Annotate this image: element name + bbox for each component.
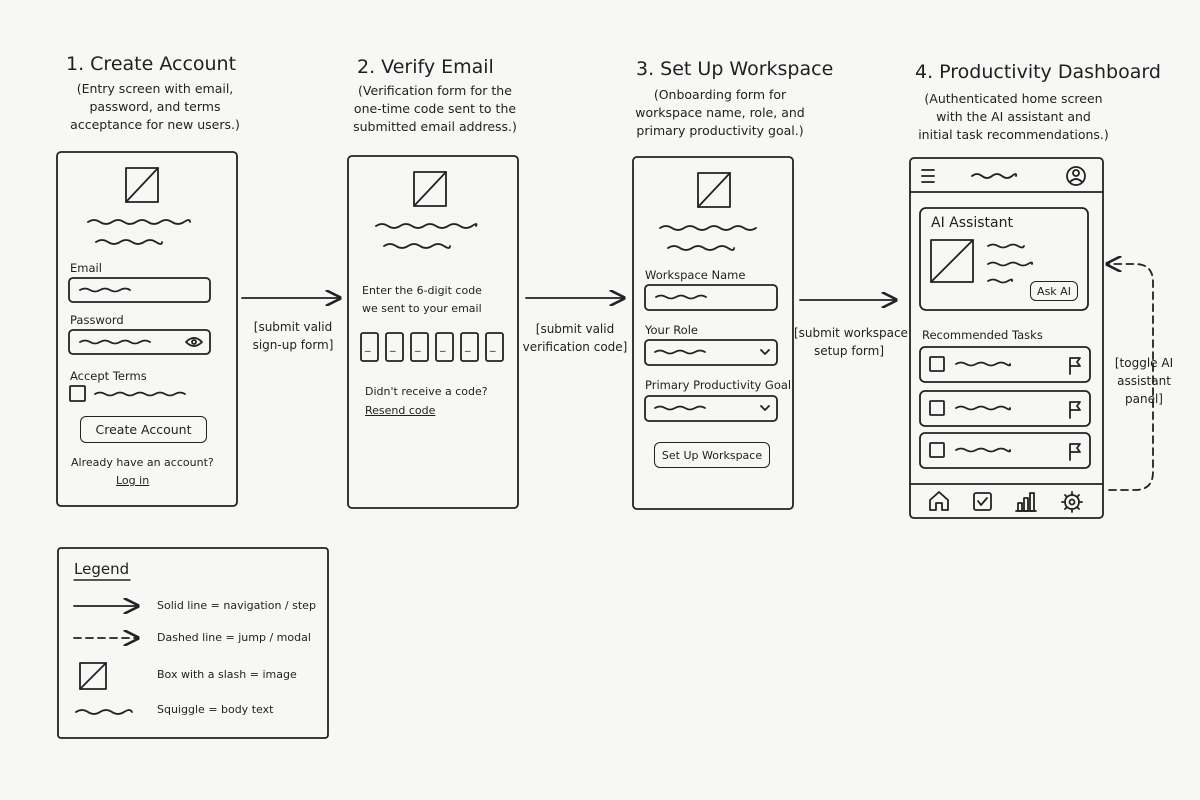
code-digit: _ [490,339,496,352]
transition-label-1: [submit valid sign-up form] [252,320,334,352]
code-digit: _ [390,339,396,352]
code-digit: _ [440,339,446,352]
screen-2-image-placeholder [413,171,447,207]
home-icon [929,491,949,511]
password-field [68,329,211,355]
flag-icon [1069,357,1081,375]
screen-3-description: (Onboarding form for workspace name, rol… [635,87,805,138]
screen-2-description: (Verification form for the one-time code… [353,83,517,134]
legend-box [57,547,329,739]
code-digit: _ [465,339,471,352]
eye-icon [185,337,203,347]
check-icon [973,492,992,511]
code-box [410,332,429,362]
goal-label: Primary Productivity Goal [645,378,792,392]
bar-chart-icon [1015,492,1037,512]
screen-1-description: (Entry screen with email, password, and … [70,81,240,132]
chevron-down-icon [760,349,770,355]
workspace-name-field [644,284,778,311]
screen-1-image-placeholder [125,167,159,203]
screen-4-description: (Authenticated home screen with the AI a… [918,91,1109,142]
legend-squiggle [75,709,133,715]
screen-1-squiggle-2 [95,239,163,245]
screen-4-frame [909,157,1104,519]
email-field [68,277,211,303]
screen-3-image-placeholder [697,172,731,208]
screen-3-title: 3. Set Up Workspace [636,58,834,80]
terms-checkbox [69,385,86,402]
resend-code-link[interactable]: Resend code [365,404,436,417]
flag-icon [1069,443,1081,461]
task-row [919,432,1091,469]
code-box [435,332,454,362]
screen-2-squiggle-2 [383,243,451,249]
code-box [360,332,379,362]
terms-label: Accept Terms [70,369,147,383]
screen-3-squiggle-1 [659,225,757,231]
password-label: Password [70,313,124,327]
screen-2-squiggle-1 [375,223,478,229]
ai-assistant-image-placeholder [930,239,974,283]
email-label: Email [70,261,102,275]
legend-item-dashed: Dashed line = jump / modal [157,631,311,644]
app-title-squiggle [971,173,1018,179]
goal-select [644,395,778,422]
workspace-name-label: Workspace Name [645,268,746,282]
login-link[interactable]: Log in [116,474,150,487]
role-select [644,339,778,366]
legend-item-image: Box with a slash = image [157,668,297,681]
recommended-tasks-label: Recommended Tasks [922,328,1043,342]
screen-1-frame [56,151,238,507]
gear-icon [1061,491,1083,513]
ai-assistant-title: AI Assistant [931,215,1013,231]
transition-label-2: [submit valid verification code] [522,322,628,354]
ai-assistant-card [919,207,1089,311]
code-box [485,332,504,362]
ask-ai-button[interactable]: Ask AI [1030,281,1078,301]
legend-title: Legend [74,560,130,578]
task-row [919,390,1091,427]
toggle-ai-dashed-arrow [1107,264,1154,491]
login-prompt: Already have an account? [71,456,214,469]
profile-icon [1066,166,1086,186]
code-digit: _ [415,339,421,352]
flag-icon [1069,401,1081,419]
setup-workspace-button[interactable]: Set Up Workspace [654,442,770,468]
create-account-button[interactable]: Create Account [80,416,207,443]
screen-2-frame [347,155,519,509]
legend-image-placeholder [79,662,107,690]
legend-item-squiggle: Squiggle = body text [157,703,274,716]
screen-1-title: 1. Create Account [66,53,237,75]
screen-2-title: 2. Verify Email [357,56,494,78]
code-box [385,332,404,362]
task-row [919,346,1091,383]
screen-3-frame [632,156,794,510]
screen-3-squiggle-2 [667,245,735,251]
screen-1-squiggle-1 [87,219,191,225]
hamburger-menu-icon [921,169,935,183]
code-box [460,332,479,362]
transition-label-4: [toggle AI assistant panel] [1114,356,1174,406]
code-instruction: Enter the 6-digit code we sent to your e… [362,284,482,315]
transition-label-3: [submit workspace setup form] [794,326,908,358]
role-label: Your Role [645,323,698,337]
screen-4-title: 4. Productivity Dashboard [915,61,1161,83]
legend-item-solid: Solid line = navigation / step [157,599,316,612]
resend-prompt: Didn't receive a code? [365,385,488,398]
code-digit: _ [365,339,371,352]
chevron-down-icon [760,405,770,411]
